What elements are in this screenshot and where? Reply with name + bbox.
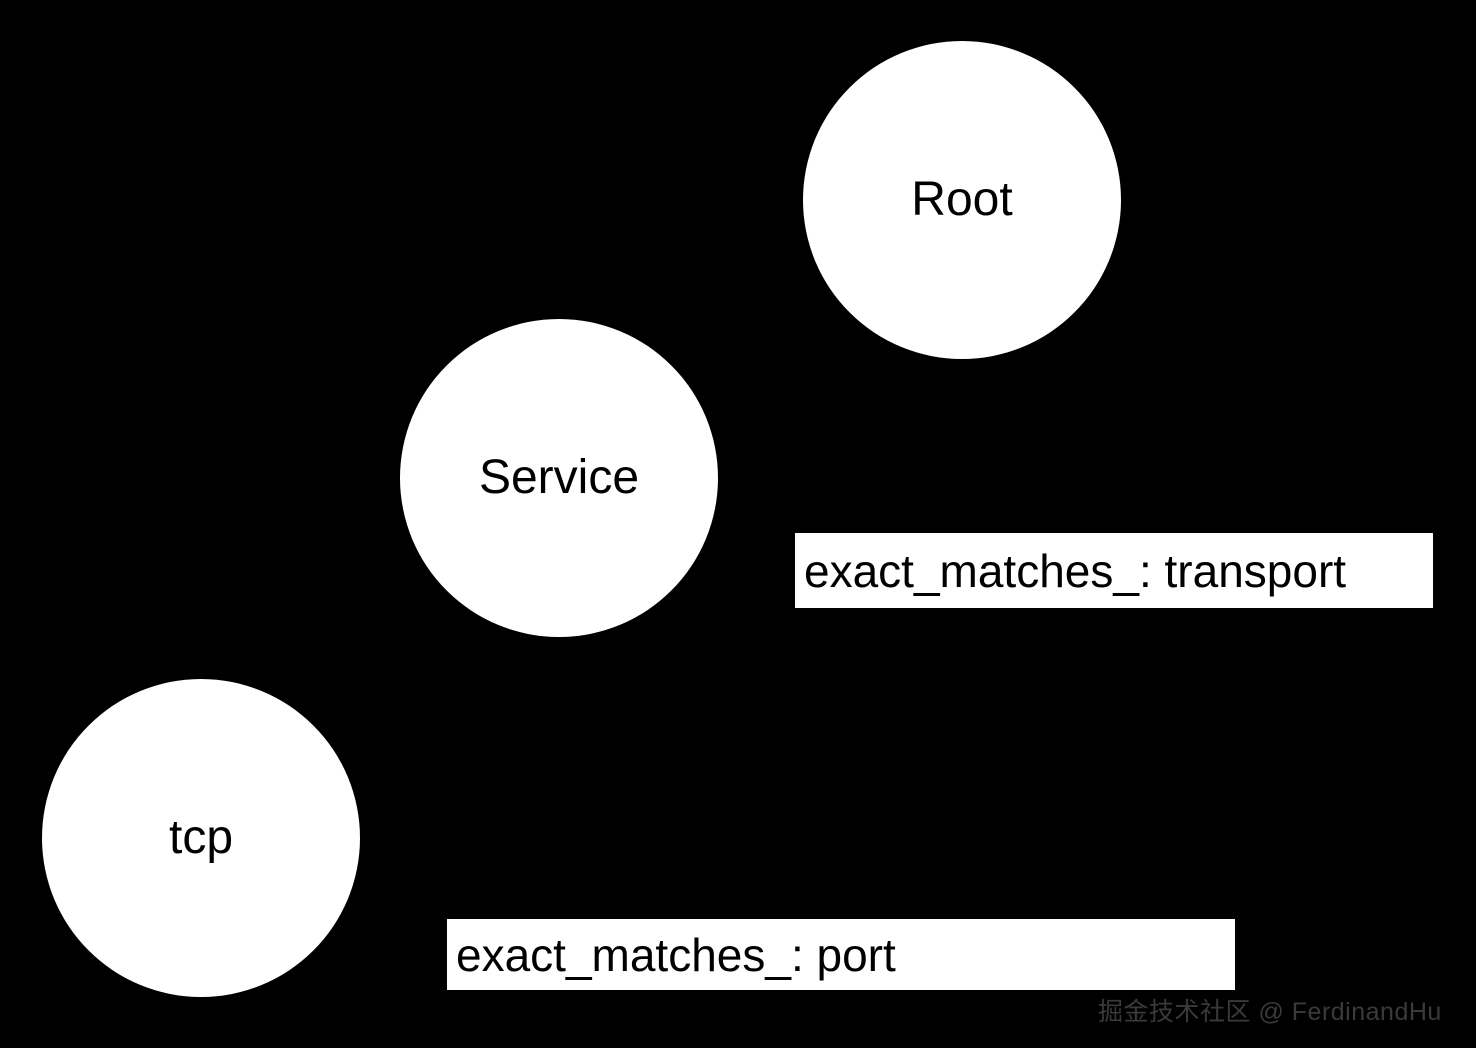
edge-tcp-service [318,600,466,732]
node-root[interactable]: Root [803,41,1121,359]
node-service-label: Service [478,451,640,504]
edge-label-tcp-service[interactable]: exact_matches_: port [447,919,1235,990]
edge-service-root [698,272,836,382]
watermark: 掘金技术社区 @ FerdinandHu [1098,998,1442,1026]
node-root-label: Root [911,173,1013,226]
edge-label-service-root[interactable]: exact_matches_: transport [795,533,1433,608]
node-service[interactable]: Service [400,319,718,637]
node-tcp[interactable]: tcp [42,679,360,997]
node-tcp-label: tcp [168,811,234,864]
edge-label-service-root-text: exact_matches_: transport [804,544,1347,597]
arrowhead-tcp-service [444,600,466,618]
edge-label-tcp-service-text: exact_matches_: port [456,928,896,981]
